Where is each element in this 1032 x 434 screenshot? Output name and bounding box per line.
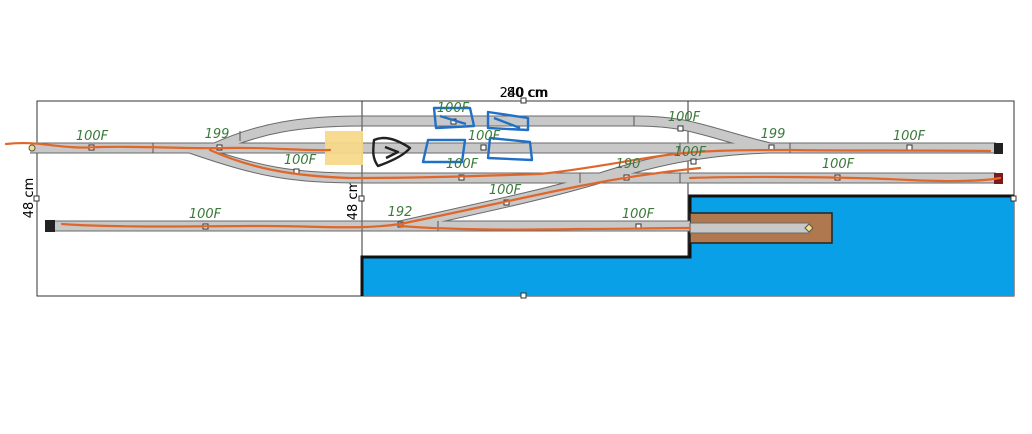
black-sketch [372,136,412,168]
bumper-top-right [994,143,1003,154]
start-point [28,144,36,152]
label-top-center-blue: 100F [437,101,470,116]
label-mid-center-lower: 100F [446,157,479,172]
water-edge [360,194,1014,296]
yellow-block [325,131,363,165]
label-mid-center-upper: 100F [468,129,501,144]
blue-sketches [421,106,534,164]
label-top-right-siding: 100F [668,110,701,125]
label-mid-right-turnout: 190 [616,157,641,172]
label-top-right-turnout: 199 [761,127,786,142]
label-diagonal: 100F [489,183,522,198]
bumper-bottom-left [45,220,55,232]
label-top-left: 100F [76,129,109,144]
label-bottom-left: 100F [189,207,222,222]
label-top-left-turnout: 199 [205,127,230,142]
water-area [362,196,1014,296]
label-bottom-right: 100F [622,207,655,222]
label-bottom-turnout: 192 [388,205,413,220]
height-label-left: 48 cm [22,178,37,219]
label-mid-right-small: 100F [674,145,707,160]
label-mid-far-right: 100F [822,157,855,172]
track-labels: 100F 199 100F 100F 199 100F 100F 100F 10… [76,101,926,222]
dock-end-marker [804,223,814,233]
width-label-overlay: 80 cm [507,86,548,101]
height-label-middle: 48 cm [346,180,361,221]
label-top-right-far: 100F [893,129,926,144]
label-mid-left-curve: 100F [284,153,317,168]
width-label: 240 cm [500,86,549,101]
orange-routes [4,141,1002,231]
